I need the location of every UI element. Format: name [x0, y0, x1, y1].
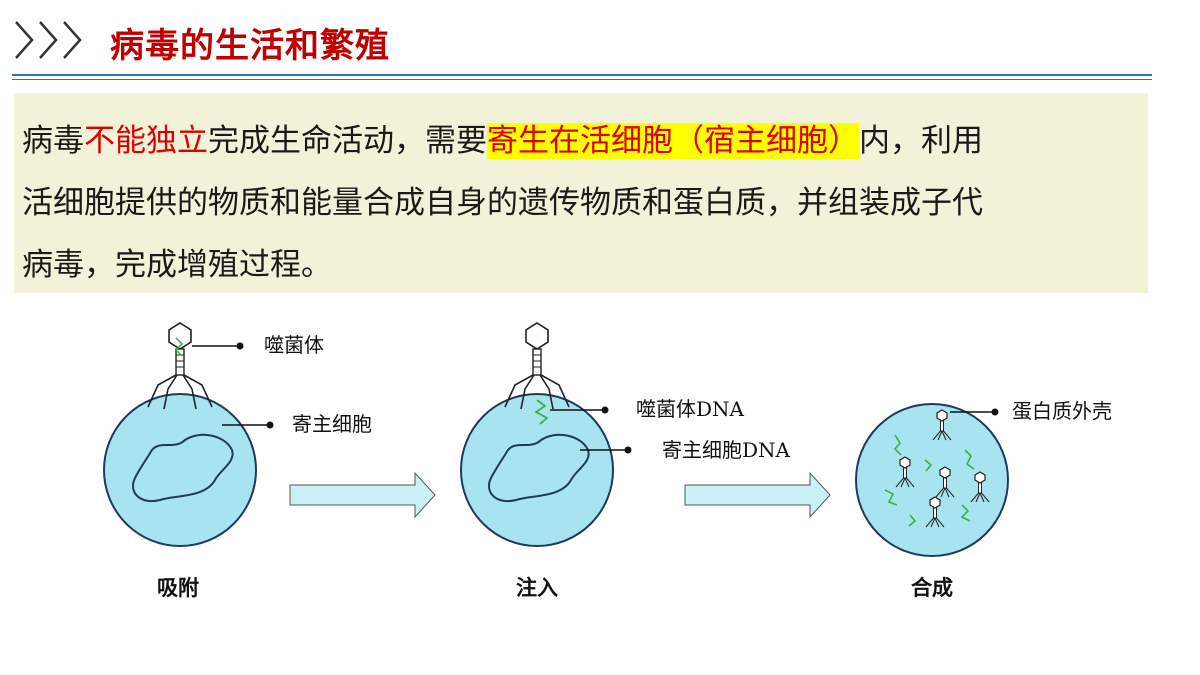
paragraph-line-2: 活细胞提供的物质和能量合成自身的遗传物质和蛋白质，并组装成子代: [22, 185, 983, 221]
phage-dna-injected: [534, 399, 549, 425]
title-bar: 病毒的生活和繁殖: [0, 0, 1200, 90]
title-rule-thin: [12, 79, 1152, 80]
host-cell-3: [855, 403, 1009, 557]
label-phage: 噬菌体: [264, 333, 324, 357]
paragraph-line-3: 病毒，完成增殖过程。: [22, 247, 332, 283]
text-segment: 完成生命活动，需要: [208, 123, 487, 159]
host-dna-1: [132, 433, 234, 503]
host-dna-2: [488, 433, 590, 503]
page-title: 病毒的生活和繁殖: [110, 26, 390, 66]
label-protein-coat: 蛋白质外壳: [1012, 399, 1112, 423]
virus-lifecycle-diagram: 噬菌体 寄主细胞 吸附 噬菌体DNA 寄主细胞DNA 注入: [103, 322, 1112, 600]
stage-label-adsorption: 吸附: [157, 576, 199, 600]
label-host-dna: 寄主细胞DNA: [662, 438, 791, 462]
host-cell-1: [103, 393, 257, 547]
text-segment: 病毒: [22, 123, 84, 159]
stage-injection: 噬菌体DNA 寄主细胞DNA 注入: [460, 322, 791, 600]
chevrons-icon: [15, 21, 82, 59]
paragraph-line-1: 病毒不能独立完成生命活动，需要寄生在活细胞（宿主细胞）内，利用: [22, 115, 983, 160]
label-host-cell: 寄主细胞: [292, 412, 372, 436]
emphasis-text: 不能独立: [84, 123, 208, 159]
stage-label-synthesis: 合成: [911, 576, 953, 600]
stage-label-injection: 注入: [516, 576, 558, 600]
stage-synthesis: 蛋白质外壳 合成: [855, 399, 1112, 600]
stage-adsorption: 噬菌体 寄主细胞 吸附: [103, 322, 372, 600]
label-phage-dna: 噬菌体DNA: [636, 397, 745, 421]
highlighted-text: 寄生在活细胞（宿主细胞）: [487, 123, 859, 159]
title-rule: [12, 74, 1152, 76]
arrow-right-icon: [684, 471, 831, 519]
text-segment: 内，利用: [859, 123, 983, 159]
arrow-right-icon: [289, 471, 436, 519]
host-cell-2: [460, 393, 614, 547]
explanation-box: 病毒不能独立完成生命活动，需要寄生在活细胞（宿主细胞）内，利用 活细胞提供的物质…: [14, 93, 1148, 293]
